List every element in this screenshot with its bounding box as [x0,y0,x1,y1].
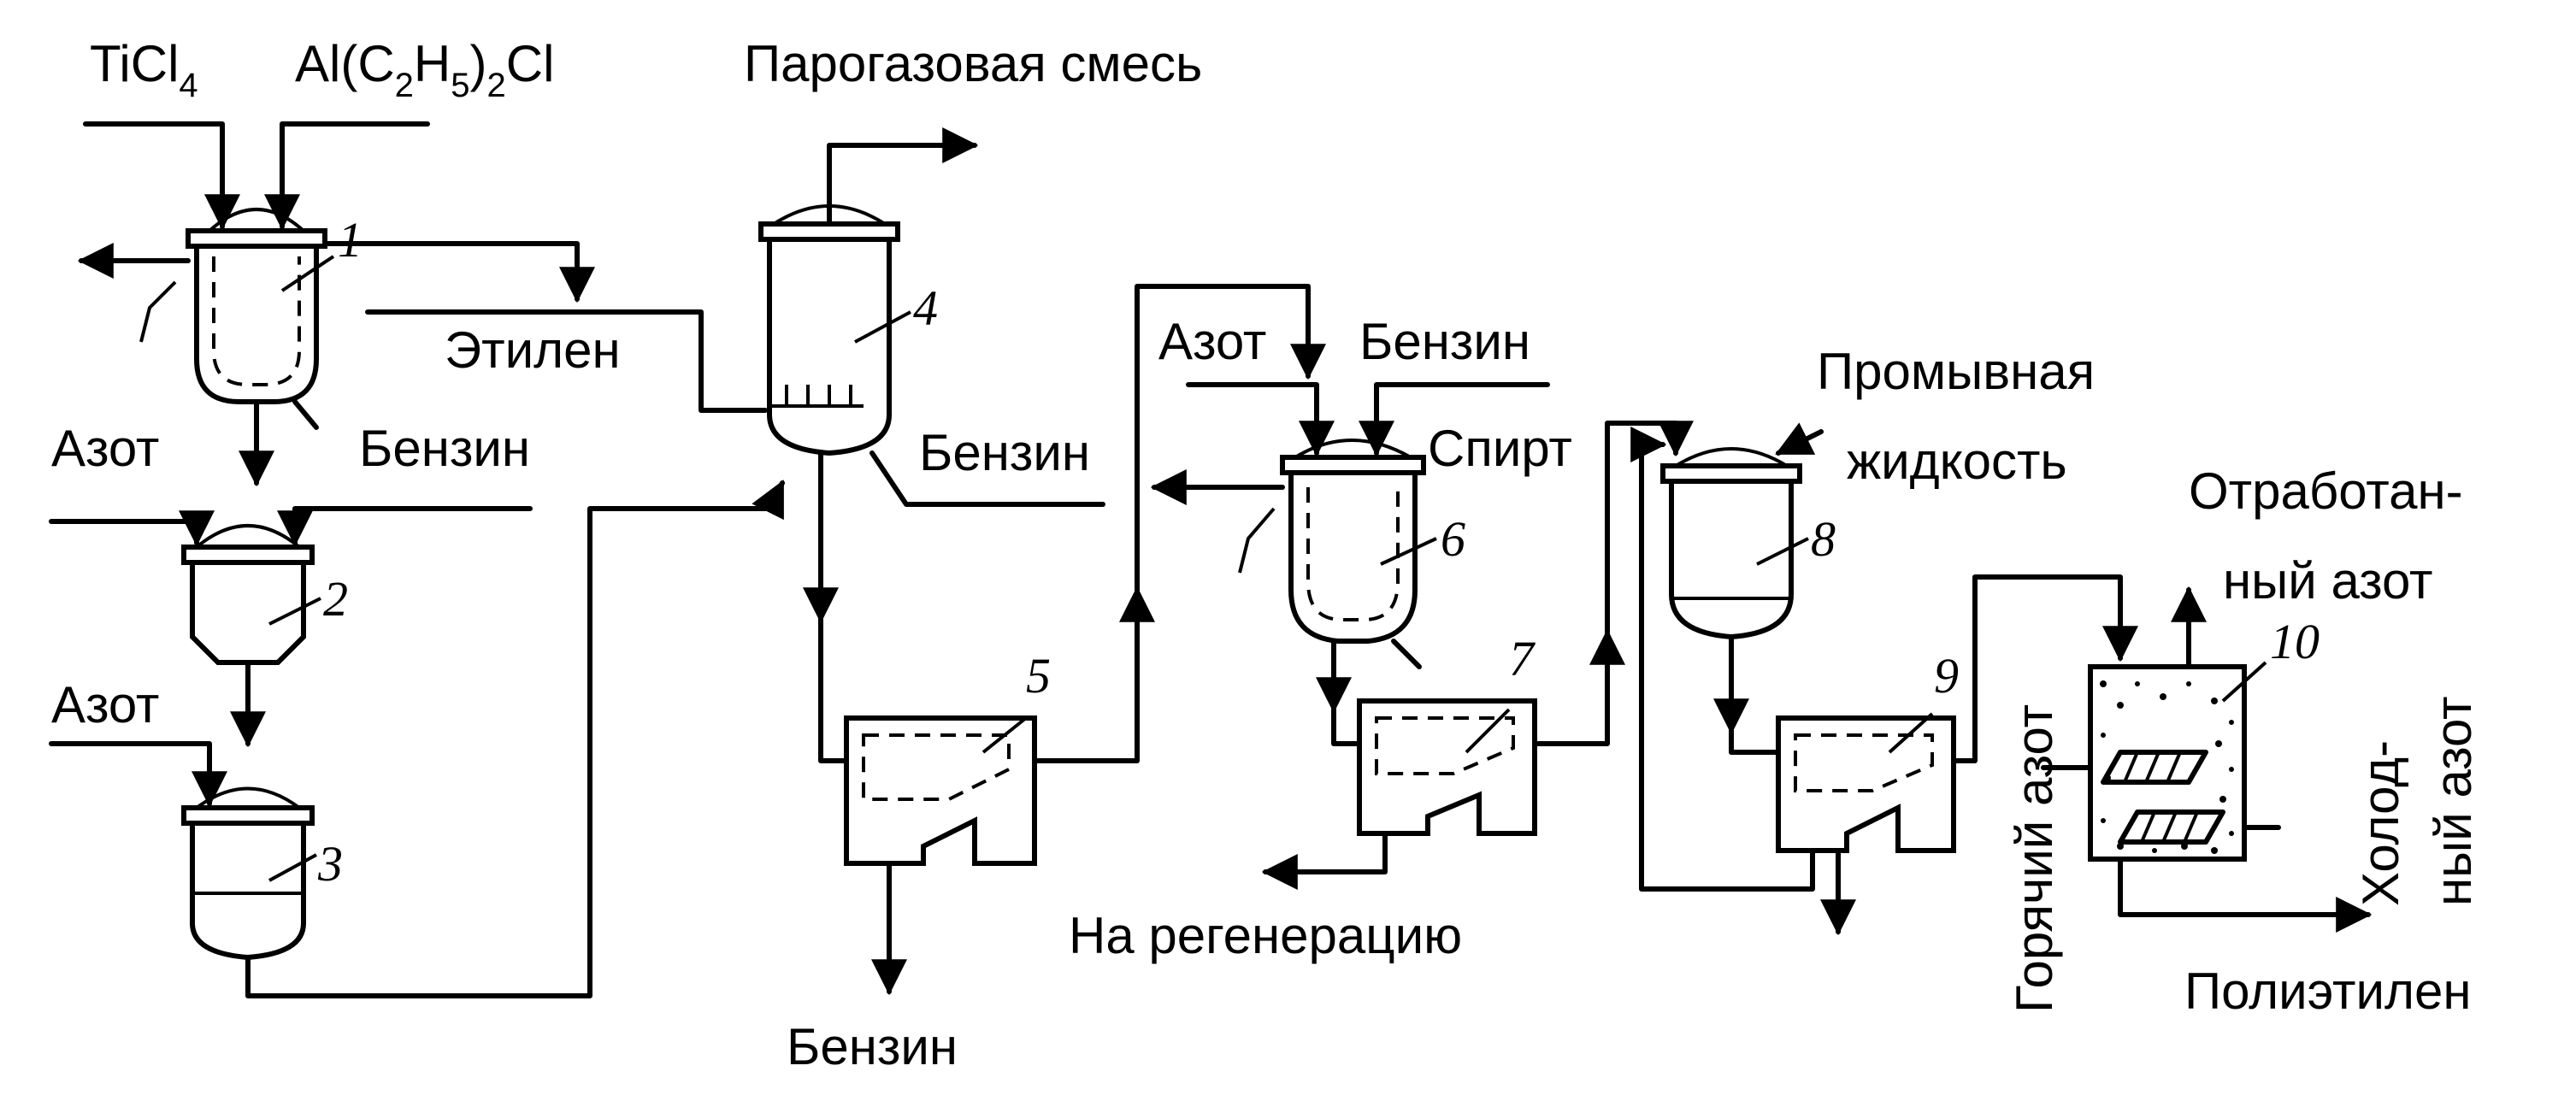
vessel-6-drain [1238,507,1276,574]
line-9-to-10 [1951,574,2138,763]
label-vapor-gas-mix: Парогазовая смесь [744,35,1202,92]
label-diethylaluminum-chloride: Al(C2H5)2Cl [295,35,554,104]
unit-number-7: 7 [1509,631,1536,686]
label-gasoline-3: Бензин [1359,313,1530,370]
unit-number-1: 1 [338,212,363,268]
to-regeneration-line [1261,831,1388,890]
ticl4-feed-line [83,121,240,231]
label-wash-liquid-2: жидкость [1847,433,2067,490]
label-gasoline-1: Бензин [359,420,530,477]
nitrogen-3-in [49,741,227,808]
wash-recycle-line [1630,427,1815,892]
vessel-1-drain [139,280,177,343]
label-gasoline-2: Бензин [919,424,1090,481]
unit-number-10: 10 [2270,614,2320,669]
label-alcohol: Спирт [1428,420,1572,477]
unit-numbers: 1 2 3 4 5 6 7 8 9 10 [268,212,2320,892]
label-cold-nitrogen-2: ный азот [2425,696,2482,906]
nitrogen-2-in [49,510,215,547]
alkyl-feed-line [264,121,430,231]
label-polyethylene: Полиэтилен [2184,963,2472,1020]
wash-liquid-in [1775,422,1824,456]
vessel-6-bottom-in [1391,639,1422,669]
unit-number-8: 8 [1811,511,1836,567]
unit-number-3: 3 [317,836,343,892]
label-spent-nitrogen-2: ный азот [2223,552,2433,609]
unit-number-4: 4 [913,280,938,336]
centrifuge-9 [1776,715,1956,853]
ethylene-in [365,309,768,413]
label-cold-nitrogen-1: Холод- [2352,740,2409,906]
gasoline-4-in [869,450,1105,507]
unit-number-6: 6 [1441,511,1465,567]
gasoline-2-in [277,506,533,547]
label-to-regeneration: На регенерацию [1069,907,1462,964]
line-7-to-8 [1532,628,1625,746]
centrifuge-7 [1357,698,1537,836]
line-8-to-9-inlet [1729,728,1781,755]
vapor-gas-out [827,127,979,227]
vessel-8 [1660,447,1802,640]
nitrogen-6-in [1186,382,1335,457]
label-hot-nitrogen: Горячий азот [2006,704,2063,1013]
unit-number-5: 5 [1026,648,1051,704]
centrifuge-5 [844,715,1037,866]
line-5-to-6 [1032,586,1155,763]
vessel-6 [1280,439,1426,644]
label-nitrogen-3: Азот [1158,313,1266,370]
dryer-10 [2088,664,2247,862]
line-3-to-4 [245,480,785,998]
line-6-to-7-inlet [1331,707,1362,746]
label-spent-nitrogen-1: Отработан- [2189,462,2463,520]
line-4-to-5-inlet [818,617,849,763]
label-ethylene: Этилен [445,321,621,379]
label-ticl4: TiCl4 [90,35,198,104]
polyethylene-out [2118,857,2373,933]
line-7-to-8-top [1605,421,1694,635]
gasoline-1-in [292,399,319,430]
gasoline-6-in [1359,382,1550,457]
label-wash-liquid-1: Промывная [1817,343,2095,400]
vessel-2 [181,524,315,665]
line-5-to-6-top [1135,284,1326,592]
label-nitrogen-2: Азот [51,676,159,733]
unit-number-2: 2 [323,571,348,627]
label-gasoline-out: Бензин [787,1018,958,1075]
vessel-1 [186,208,327,404]
vessel-3 [181,786,315,961]
unit-number-9: 9 [1934,648,1959,704]
label-nitrogen-1: Азот [51,420,159,477]
vessel-1-to-ethylene-line [322,241,595,303]
